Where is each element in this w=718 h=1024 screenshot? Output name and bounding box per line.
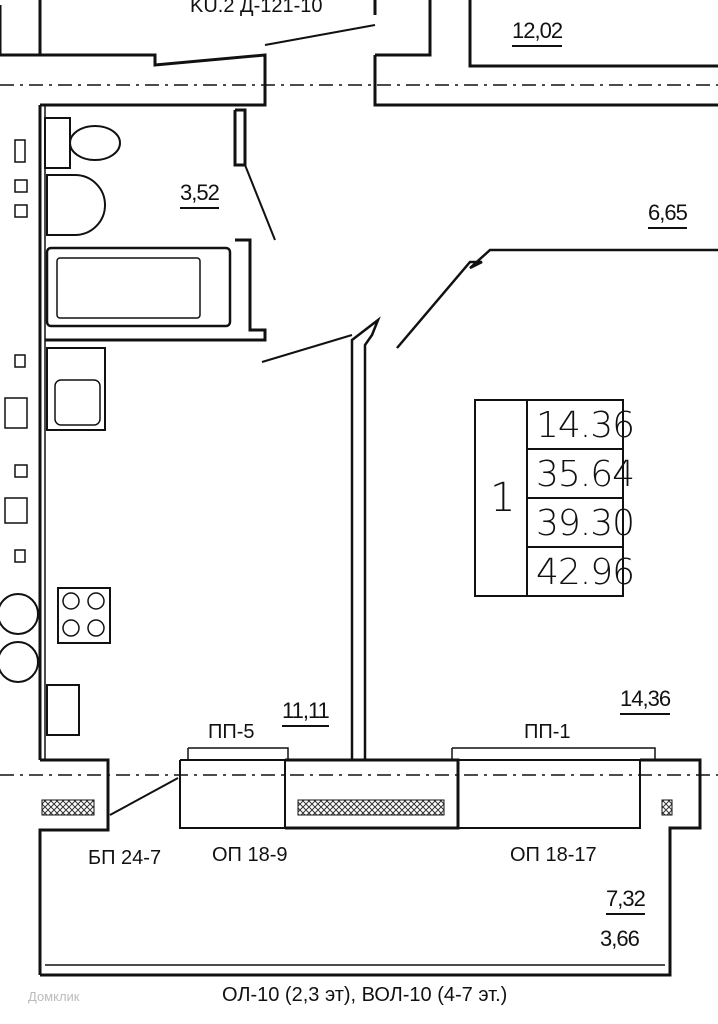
bathroom-wall xyxy=(233,108,247,167)
kitchen-sink xyxy=(46,347,106,431)
top-corridor-wall xyxy=(40,53,267,107)
rooms-count: 1 xyxy=(490,475,516,521)
top-middle-wall xyxy=(373,0,432,57)
room-area-bathroom: 3,52 xyxy=(180,182,220,209)
balcony-slab-label: БП 24-7 xyxy=(88,847,162,869)
stove-burners xyxy=(62,592,105,637)
top-wall-right xyxy=(373,55,718,107)
kitchen-sink-bowl xyxy=(54,379,101,426)
support-label-right: ОП 18-17 xyxy=(510,844,597,866)
bathtub xyxy=(45,246,232,328)
window-sill-left xyxy=(187,747,289,760)
top-fragment-label: KU.2 Д-121-10 xyxy=(190,0,323,17)
loggia-area: 7,32 xyxy=(606,888,646,915)
hatch-right xyxy=(661,799,673,816)
hatch-left xyxy=(41,799,95,816)
washbasin xyxy=(46,174,106,236)
window-label-right: ПП-1 xyxy=(524,721,571,743)
window-sill-right xyxy=(451,747,656,760)
hatch-center xyxy=(297,799,445,816)
bathroom-lower-wall xyxy=(45,238,267,342)
door-swing-top xyxy=(264,24,376,46)
room-area-top-right: 12,02 xyxy=(512,20,563,47)
bathtub-inner xyxy=(56,257,201,319)
living-top-wall xyxy=(396,248,718,349)
summary-total-area-with-loggia-reduced: 39.30 xyxy=(536,503,635,544)
window-label-left: ПП-5 xyxy=(208,721,255,743)
partition-wall xyxy=(350,316,381,760)
facade-wall-left xyxy=(38,758,110,975)
room-area-hall: 6,65 xyxy=(648,202,688,229)
room-area-living: 14,36 xyxy=(620,688,671,715)
facade-wall-right xyxy=(40,758,702,977)
counter xyxy=(46,684,80,736)
top-left-wall xyxy=(0,0,42,57)
facade-wall-center xyxy=(285,758,460,830)
summary-total-area: 35.64 xyxy=(536,454,635,495)
balcony-door-swing xyxy=(109,777,179,816)
top-right-room xyxy=(468,0,718,68)
loggia-reduced-area: 3,66 xyxy=(600,926,640,951)
summary-living-area: 14.36 xyxy=(536,405,635,446)
watermark: Домклик xyxy=(28,989,80,1004)
facade-pier-mid xyxy=(179,759,286,829)
stove xyxy=(57,587,111,644)
summary-total-area-with-loggia: 42.96 xyxy=(536,552,635,593)
outer-pipes xyxy=(0,593,39,683)
footer-note: ОЛ-10 (2,3 эт), ВОЛ-10 (4-7 эт.) xyxy=(222,984,508,1006)
bathroom-door-swing xyxy=(244,164,276,241)
room-area-kitchen: 11,11 xyxy=(282,700,330,727)
facade-pier-right xyxy=(458,759,641,829)
toilet xyxy=(44,117,122,169)
support-label-left: ОП 18-9 xyxy=(212,844,288,866)
left-wall-marks xyxy=(4,139,28,563)
kitchen-door-swing xyxy=(261,334,353,363)
